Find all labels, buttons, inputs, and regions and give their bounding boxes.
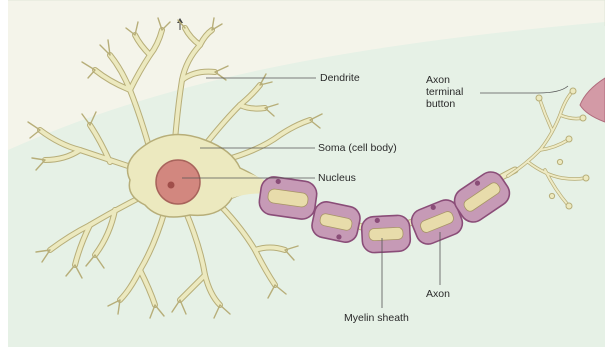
label-axon-terminal-button: Axon terminal button bbox=[426, 74, 486, 110]
label-dendrite: Dendrite bbox=[320, 72, 360, 84]
label-soma: Soma (cell body) bbox=[318, 142, 397, 154]
label-axon-terminal-line-3: button bbox=[426, 98, 486, 110]
label-axon-terminal-line-2: terminal bbox=[426, 86, 486, 98]
label-axon: Axon bbox=[426, 288, 450, 300]
label-nucleus: Nucleus bbox=[318, 172, 356, 184]
label-axon-terminal-line-1: Axon bbox=[426, 74, 486, 86]
nucleus-shape bbox=[156, 160, 200, 204]
label-myelin-sheath: Myelin sheath bbox=[344, 312, 409, 324]
